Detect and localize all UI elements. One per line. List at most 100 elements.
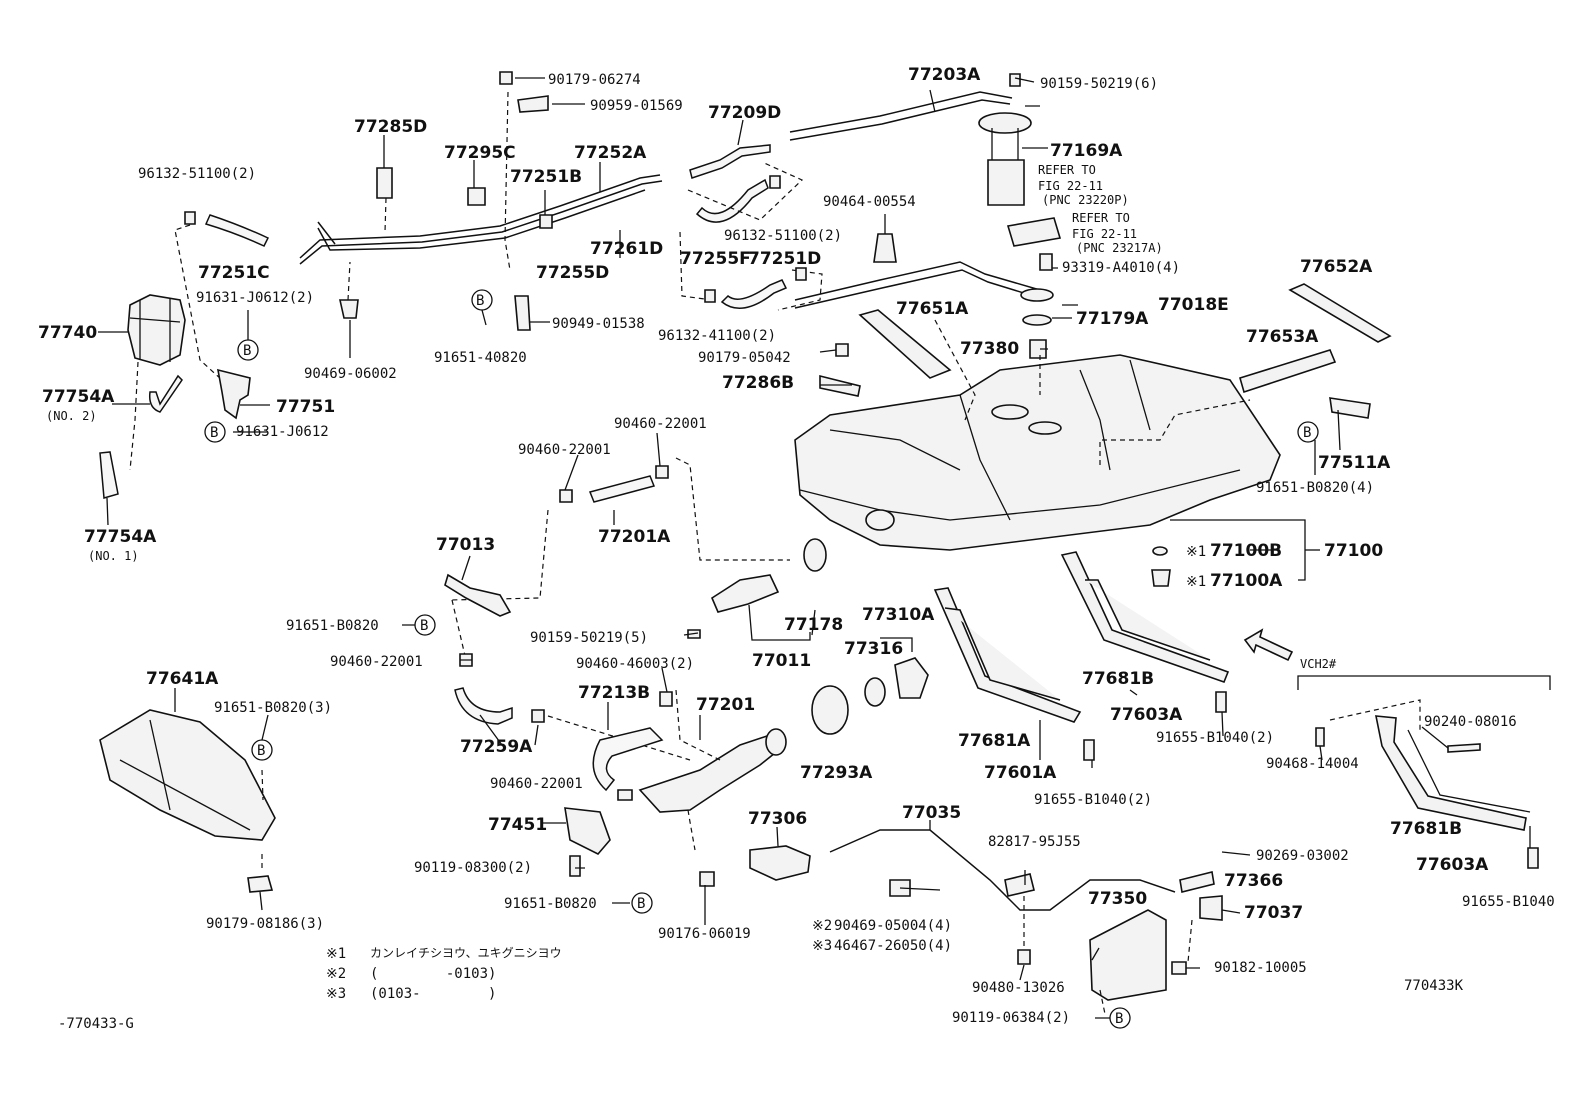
label-77209D: 77209D [708,103,781,123]
bracket-77751 [216,368,251,420]
label-93319-A4010-4: 93319-A4010(4) [1062,260,1180,276]
footnote-3-text: (0103- ) [370,986,496,1002]
grommet-90464 [873,233,897,263]
gasket-77018E [1020,288,1054,302]
label-91631-J0612-2: 91631-J0612(2) [196,290,314,306]
label-90159-50219-5: 90159-50219(5) [530,630,648,646]
bracket-90959 [517,95,549,113]
svg-text:B: B [210,425,218,441]
label-77255D: 77255D [536,263,609,283]
label-77251D: 77251D [748,249,821,269]
label-90468-14004: 90468-14004 [1266,756,1359,772]
label-77754A-no2: 77754A [42,387,115,407]
svg-text:B: B [476,293,484,309]
label-90469-06002: 90469-06002 [304,366,397,382]
label-90460-22001-b: 90460-22001 [518,442,611,458]
label-77740: 77740 [38,323,97,343]
label-90179-05042: 90179-05042 [698,350,791,366]
cap-77380 [1029,339,1047,359]
label-no1: (NO. 1) [88,549,139,563]
label-77100B: 77100B [1210,541,1282,561]
grommet-77293A [811,685,849,735]
label-82817 [1004,873,1035,897]
label-90460-22001-c: 90460-22001 [330,654,423,670]
label-91651-B0820-a: 91651-B0820 [286,618,379,634]
label-77252A: 77252A [574,143,647,163]
hose-77213B [592,727,664,792]
label-77641A: 77641A [146,669,219,689]
label-90119-08300-2: 90119-08300(2) [414,860,532,876]
gasket-77100B [1152,546,1168,556]
fuel-line-bundle [299,174,663,265]
footnote-2-text: ( -0103) [370,966,496,982]
hose-77251D [720,279,788,309]
hose-77255F [695,178,769,223]
part-labels: 77203A 90159-50219(6) 90179-06274 90959-… [38,65,1555,1032]
label-91651-40820: 91651-40820 [434,350,527,366]
pad-77651A [858,309,952,379]
label-96132-51100-2b: 96132-51100(2) [724,228,842,244]
label-77037: 77037 [1244,903,1303,923]
bracket-77511A [1329,397,1371,419]
label-90469-05004-4: 90469-05004(4) [834,918,952,934]
grommet-90469 [339,299,359,319]
label-91655-B1040-2a: 91655-B1040(2) [1156,730,1274,746]
label-no2: (NO. 2) [46,409,97,423]
footnote-1-text: カンレイチシヨウ、ユキグニシヨウ [370,946,562,960]
label-77601A: 77601A [984,763,1057,783]
note2-mark: ※2 [812,918,832,934]
label-77380: 77380 [960,339,1019,359]
hose-77259A [454,687,513,725]
ref-b-markers: B B B B B B B B [204,289,1319,1029]
refer-pnc-1: (PNC 23220P) [1042,193,1129,207]
label-77306: 77306 [748,809,807,829]
label-77603A-vch2: 77603A [1416,855,1489,875]
label-77751: 77751 [276,397,335,417]
label-77350: 77350 [1088,889,1147,909]
label-77652A: 77652A [1300,257,1373,277]
label-77169A: 77169A [1050,141,1123,161]
fuel-tank-77100 [794,354,1281,551]
refer-pnc-2: (PNC 23217A) [1076,241,1163,255]
label-77251C: 77251C [198,263,270,283]
label-82817-95J55: 82817-95J55 [988,834,1081,850]
label-77251B: 77251B [510,167,582,187]
label-77681A: 77681A [958,731,1031,751]
fuel-line-77203A [789,91,1013,133]
note1-mark-a: ※1 [1186,544,1206,560]
label-77316: 77316 [844,639,903,659]
label-77261D: 77261D [590,239,663,259]
protector-77641A [99,709,276,841]
footnote-1-mark: ※1 [326,946,346,962]
label-77286B: 77286B [722,373,794,393]
label-vch2: VCH2# [1300,657,1337,671]
label-77255F: 77255F [680,249,751,269]
label-90159-50219-6: 90159-50219(6) [1040,76,1158,92]
ring-77179A [1022,314,1052,326]
label-77178: 77178 [784,615,843,635]
strap-77681A [944,607,1061,701]
gasket-77316 [864,677,886,707]
label-91631-J0612: 91631-J0612 [236,424,329,440]
label-91655-B1040-2b: 91655-B1040(2) [1034,792,1152,808]
label-77201: 77201 [696,695,755,715]
direction-arrow [1243,628,1294,662]
hose-77754A-no1 [99,451,119,499]
svg-text:B: B [420,618,428,634]
label-90460-22001-a: 90460-22001 [614,416,707,432]
label-90959-01569: 90959-01569 [590,98,683,114]
label-90182-10005: 90182-10005 [1214,960,1307,976]
label-77310A: 77310A [862,605,935,625]
clamp-77286B [819,374,861,397]
footnotes: ※1 カンレイチシヨウ、ユキグニシヨウ ※2 ( -0103) ※3 (0103… [326,946,562,1002]
label-90480-13026: 90480-13026 [972,980,1065,996]
label-77651A: 77651A [896,299,969,319]
label-90119-06384-2: 90119-06384(2) [952,1010,1070,1026]
label-77100A: 77100A [1210,571,1283,591]
label-77201A: 77201A [598,527,671,547]
svg-text:B: B [1303,425,1311,441]
label-90464-00554: 90464-00554 [823,194,916,210]
label-77451: 77451 [488,815,547,835]
footnote-3-mark: ※3 [326,986,346,1002]
fuel-lid-77350 [1089,909,1167,1001]
